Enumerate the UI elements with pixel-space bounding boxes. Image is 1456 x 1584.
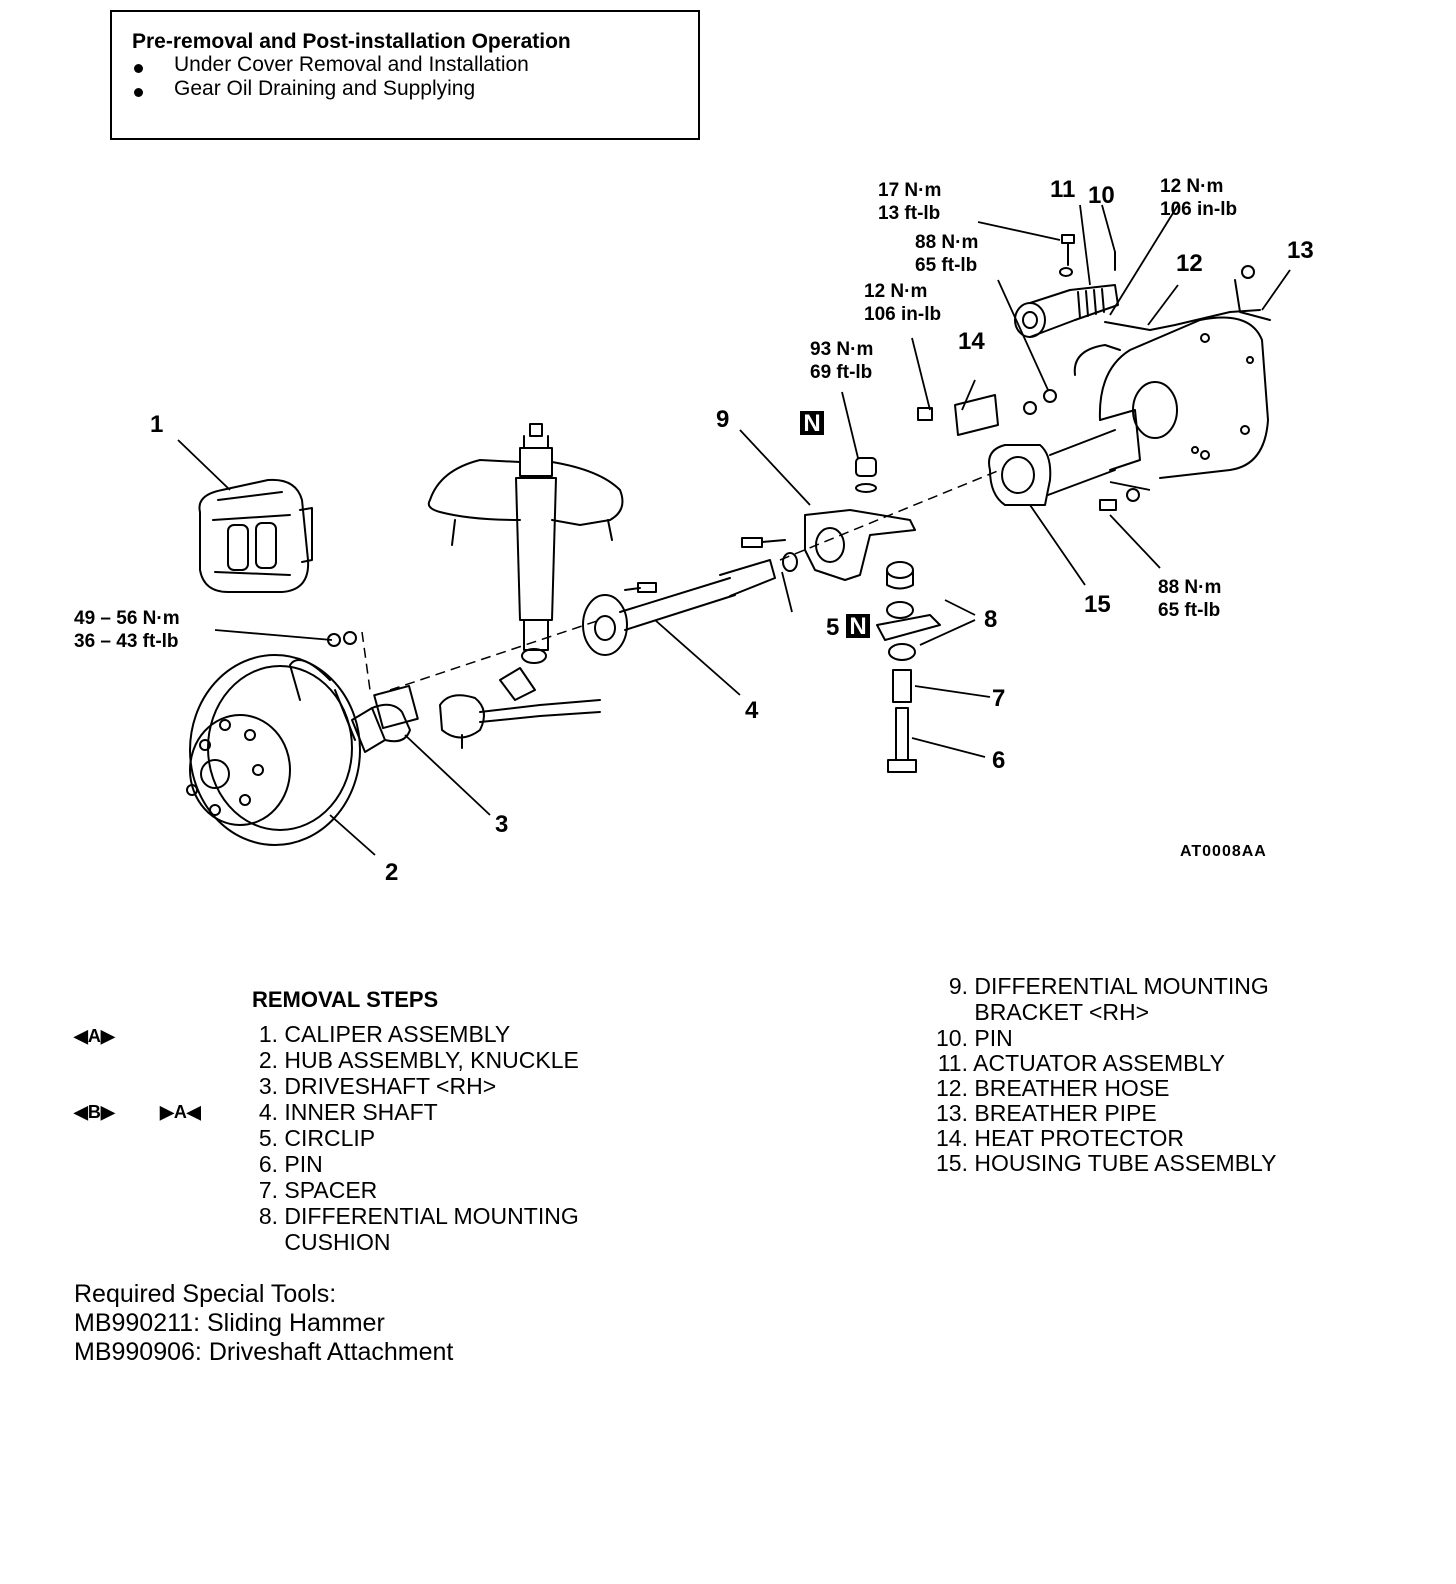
torque-label: 17 N·m — [878, 180, 941, 201]
torque-label: 69 ft-lb — [810, 362, 872, 383]
removal-step-12: 12. BREATHER HOSE — [936, 1075, 1170, 1101]
tool-item: MB990211: Sliding Hammer — [74, 1309, 385, 1337]
svg-text:N: N — [849, 613, 866, 640]
protector-bolt-part — [917, 407, 933, 421]
callout-12: 12 — [1176, 250, 1203, 277]
nut-part — [343, 631, 357, 645]
callout-14: 14 — [958, 328, 985, 355]
callout-7: 7 — [992, 685, 1005, 712]
assembly-axis — [361, 469, 1001, 691]
removal-step-5: 5. CIRCLIP — [258, 1125, 376, 1151]
removal-step-9-cont: BRACKET <RH> — [974, 999, 1150, 1025]
pre-removal-item: Gear Oil Draining and Supplying — [174, 77, 476, 100]
bolt-part — [1099, 499, 1117, 511]
pipe-bolt-part — [1241, 265, 1255, 279]
circlip-part — [782, 552, 798, 572]
n-mark-icon: N — [800, 410, 824, 437]
washer-part — [855, 483, 877, 493]
removal-step-6: 6. PIN — [258, 1151, 323, 1177]
tool-item: MB990906: Driveshaft Attachment — [74, 1338, 454, 1366]
tools-title: Required Special Tools: — [74, 1280, 337, 1308]
removal-step-9: 9. DIFFERENTIAL MOUNTING — [948, 973, 1269, 999]
callout-6: 6 — [992, 747, 1005, 774]
torque-label: 65 ft-lb — [915, 255, 977, 276]
strut-assembly-part — [427, 423, 624, 664]
torque-label: 88 N·m — [1158, 577, 1221, 598]
nut-part — [1126, 488, 1140, 502]
removal-step-10: 10. PIN — [936, 1025, 1013, 1051]
callout-15: 15 — [1084, 591, 1111, 618]
svg-text:N: N — [803, 410, 820, 437]
torque-label: 49 – 56 N·m — [74, 608, 180, 629]
torque-label: 12 N·m — [1160, 176, 1223, 197]
mounting-cushion-part — [876, 561, 941, 661]
removal-steps-title: REMOVAL STEPS — [252, 987, 439, 1012]
pre-removal-title: Pre-removal and Post-installation Operat… — [132, 30, 571, 53]
torque-label: 93 N·m — [810, 339, 873, 360]
bullet-icon — [134, 88, 143, 97]
callout-4: 4 — [745, 697, 759, 724]
callout-8: 8 — [984, 606, 997, 633]
service-mark-a-reverse: ▶A◀ — [160, 1102, 201, 1122]
breather-pipe-part — [1234, 279, 1271, 321]
removal-step-14: 14. HEAT PROTECTOR — [936, 1125, 1184, 1151]
removal-step-13: 13. BREATHER PIPE — [936, 1100, 1157, 1126]
torque-label: 12 N·m — [864, 281, 927, 302]
inner-shaft-part — [582, 559, 776, 656]
torque-label: 106 in-lb — [1160, 199, 1237, 220]
mounting-bracket-part — [741, 509, 916, 581]
heat-protector-part — [954, 394, 999, 436]
leader-lines — [177, 204, 1291, 856]
actuator-assembly-part — [1014, 234, 1119, 338]
nut-part — [855, 457, 877, 477]
torque-label: 106 in-lb — [864, 304, 941, 325]
removal-step-8: 8. DIFFERENTIAL MOUNTING — [258, 1203, 579, 1229]
callout-10: 10 — [1088, 182, 1115, 209]
callout-2: 2 — [385, 859, 398, 886]
torque-label: 13 ft-lb — [878, 203, 940, 224]
removal-step-4: 4. INNER SHAFT — [258, 1099, 438, 1125]
removal-step-15: 15. HOUSING TUBE ASSEMBLY — [936, 1150, 1277, 1176]
differential-carrier-part — [1073, 316, 1269, 479]
callout-1: 1 — [150, 411, 163, 438]
hub-assembly-part — [186, 654, 361, 846]
removal-step-1: 1. CALIPER ASSEMBLY — [258, 1021, 511, 1047]
pre-removal-box: Pre-removal and Post-installation Operat… — [110, 10, 700, 140]
callout-11: 11 — [1050, 176, 1075, 203]
torque-label: 88 N·m — [915, 232, 978, 253]
callout-13: 13 — [1287, 237, 1314, 264]
housing-tube-part — [988, 409, 1141, 506]
driveshaft-part — [351, 667, 601, 753]
removal-step-2: 2. HUB ASSEMBLY, KNUCKLE — [258, 1047, 579, 1073]
torque-label: 65 ft-lb — [1158, 600, 1220, 621]
n-mark-icon: N — [846, 613, 870, 640]
callout-3: 3 — [495, 811, 508, 838]
service-mark-b: ◀B▶ — [74, 1102, 115, 1122]
removal-step-7: 7. SPACER — [258, 1177, 378, 1203]
service-mark-a: ◀A▶ — [74, 1026, 115, 1046]
nut-part — [1023, 401, 1037, 415]
nut-part — [1043, 389, 1057, 403]
pin-part — [887, 707, 917, 773]
figure-code: AT0008AA — [1180, 843, 1267, 860]
removal-step-11: 11. ACTUATOR ASSEMBLY — [937, 1050, 1225, 1076]
spacer-part — [892, 669, 912, 703]
bullet-icon — [134, 64, 143, 73]
callout-5: 5 — [826, 614, 839, 641]
torque-label: 36 – 43 ft-lb — [74, 631, 179, 652]
exploded-diagram: N N 1 2 3 4 5 6 7 8 9 10 11 12 13 14 15 … — [74, 176, 1314, 886]
pre-removal-item: Under Cover Removal and Installation — [174, 53, 529, 76]
callout-9: 9 — [716, 406, 729, 433]
caliper-assembly-part — [198, 478, 313, 593]
removal-step-8-cont: CUSHION — [284, 1229, 391, 1255]
removal-step-3: 3. DRIVESHAFT <RH> — [258, 1073, 497, 1099]
